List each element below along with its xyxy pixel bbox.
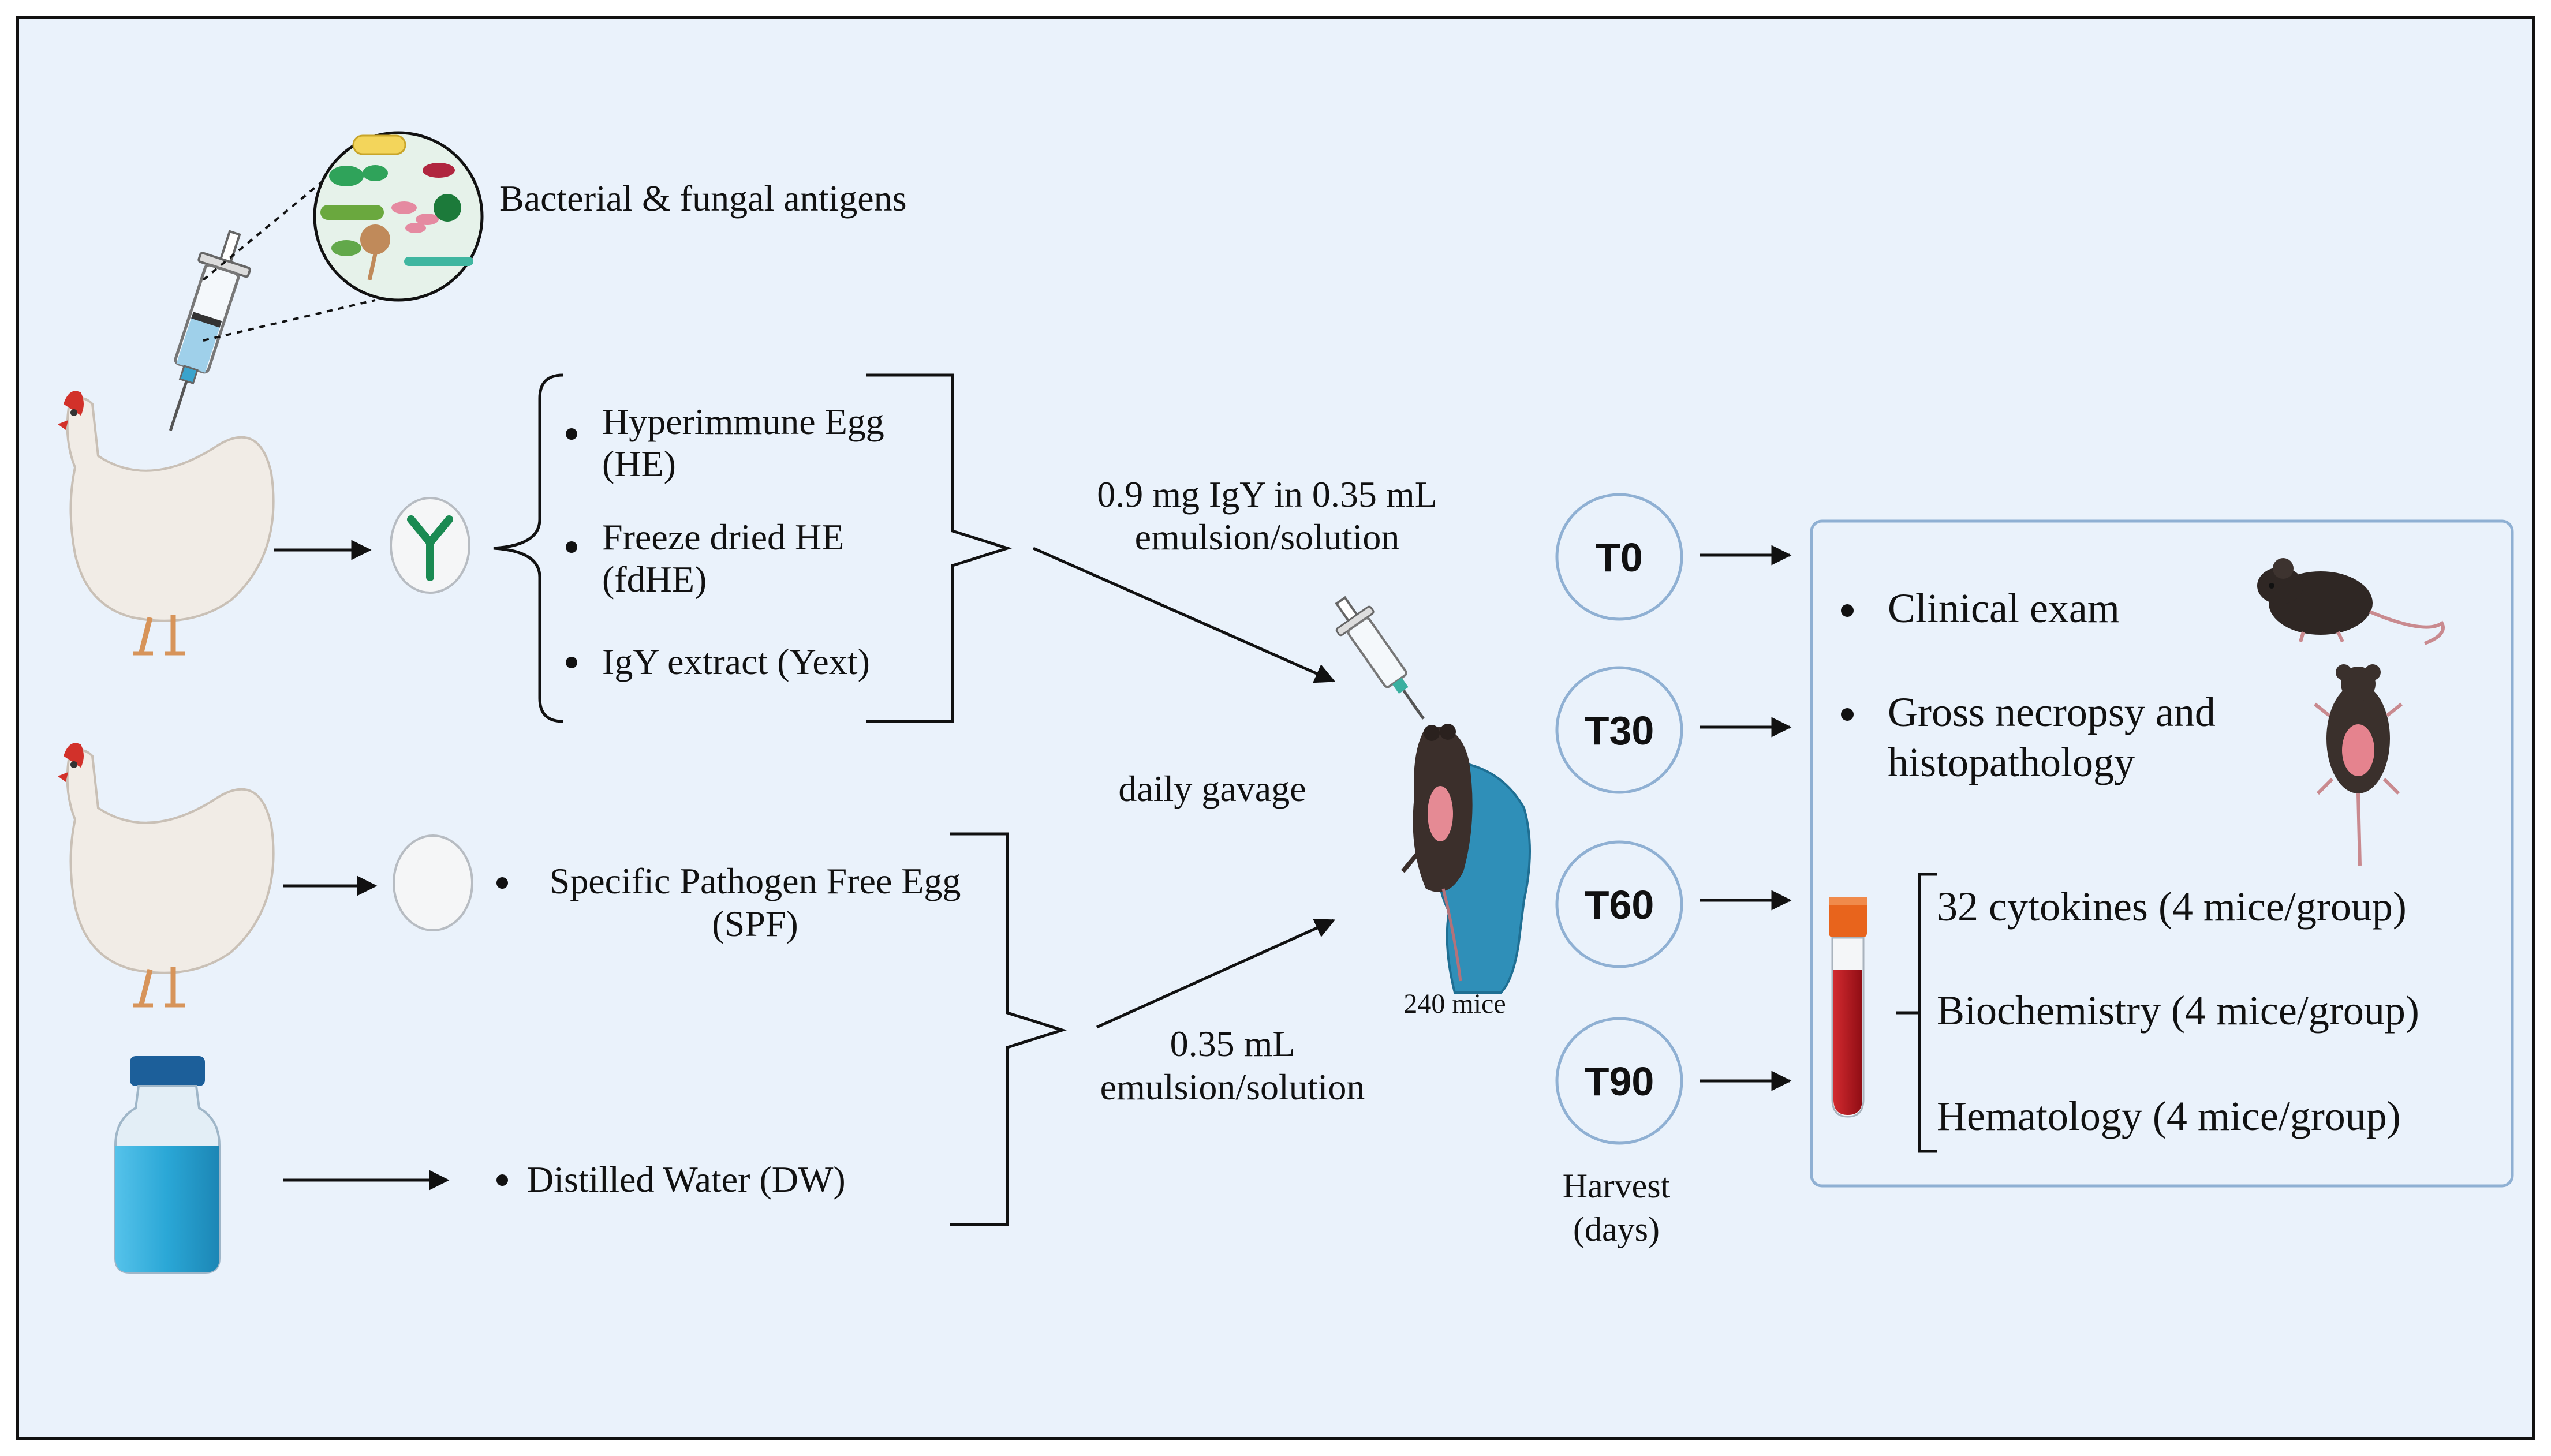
arrow-control-to-mice — [1096, 919, 1336, 1029]
antigen-microbes-icon — [313, 131, 484, 302]
blood-test-hematology: Hematology (4 mice/group) — [1937, 1093, 2401, 1139]
dose-control-line1: 0.35 mL — [1170, 1023, 1295, 1064]
bullet — [496, 1174, 508, 1186]
timepoint-t30: T30 — [1555, 666, 1683, 794]
egg-product-fdhe-line1: Freeze dried HE — [602, 516, 844, 557]
dose-control-line2: emulsion/solution — [1100, 1066, 1365, 1107]
egg-product-he-line1: Hyperimmune Egg — [602, 401, 884, 442]
dose-treatment-line1: 0.9 mg IgY in 0.35 mL — [1097, 474, 1437, 515]
timepoint-t0: T0 — [1555, 493, 1683, 621]
hen-icon — [58, 391, 275, 656]
egg-products-left-brace — [493, 373, 563, 723]
antibody-icon — [407, 515, 453, 581]
spf-label-line2: (SPF) — [712, 903, 798, 944]
timepoint-circle — [1555, 493, 1683, 621]
timepoint-circle — [1555, 840, 1683, 968]
gavage-hand-mouse-icon — [1335, 596, 1531, 994]
timepoint-t60-label: T60 — [1585, 882, 1654, 927]
timepoint-circle — [1555, 1017, 1683, 1145]
spf-egg-icon — [393, 834, 473, 931]
hyperimmune-egg-icon — [390, 497, 470, 594]
bullet — [496, 877, 508, 889]
timepoint-t90-label: T90 — [1585, 1059, 1654, 1104]
harvest-label-line1: Harvest — [1563, 1167, 1671, 1205]
egg-products-right-bracket — [866, 373, 1013, 723]
blood-tests-bracket — [1896, 873, 1937, 1153]
bullet — [566, 428, 577, 440]
outcome-necropsy-line2: histopathology — [1888, 739, 2135, 785]
gavage-label: daily gavage — [1118, 768, 1306, 809]
harvest-label-line2: (days) — [1573, 1210, 1660, 1248]
egg-product-fdhe-line2: (fdHE) — [602, 559, 707, 600]
outcome-clinical-exam: Clinical exam — [1888, 585, 2120, 631]
mice-count: 240 mice — [1403, 989, 1506, 1019]
bullet — [1841, 604, 1854, 617]
timepoint-t0-label: T0 — [1596, 535, 1643, 580]
control-right-bracket — [950, 832, 1067, 1226]
dose-treatment-line2: emulsion/solution — [1135, 516, 1400, 557]
bullet — [566, 657, 577, 668]
egg-product-yext: IgY extract (Yext) — [602, 641, 870, 682]
blood-test-cytokines: 32 cytokines (4 mice/group) — [1937, 884, 2407, 930]
zoom-line-top — [202, 175, 330, 281]
bullet — [1841, 708, 1854, 721]
timepoint-t30-label: T30 — [1585, 708, 1654, 753]
egg-product-he-line2: (HE) — [602, 443, 676, 484]
hen-icon-control — [58, 743, 275, 1008]
bullet — [566, 541, 577, 553]
arrow-treatment-to-mice — [1032, 547, 1336, 683]
spf-label-line1: Specific Pathogen Free Egg — [550, 860, 961, 901]
timepoint-t90: T90 — [1555, 1017, 1683, 1145]
immunization-syringe-icon — [169, 230, 251, 431]
timepoint-t60: T60 — [1555, 840, 1683, 968]
antigens-label: Bacterial & fungal antigens — [499, 178, 907, 219]
mouse-icon — [2257, 558, 2445, 645]
distilled-water-bottle-icon — [114, 1056, 221, 1274]
blood-tube-icon — [1829, 897, 1867, 1118]
outcome-necropsy-line1: Gross necropsy and — [1888, 689, 2216, 735]
dw-label: Distilled Water (DW) — [527, 1159, 846, 1200]
egg-products-list: Hyperimmune Egg (HE) Freeze dried HE (fd… — [566, 401, 884, 682]
blood-test-biochemistry: Biochemistry (4 mice/group) — [1937, 987, 2419, 1034]
outcomes-box — [1810, 519, 2514, 1188]
dissected-mouse-icon — [2314, 664, 2403, 866]
timepoint-circle — [1555, 666, 1683, 794]
